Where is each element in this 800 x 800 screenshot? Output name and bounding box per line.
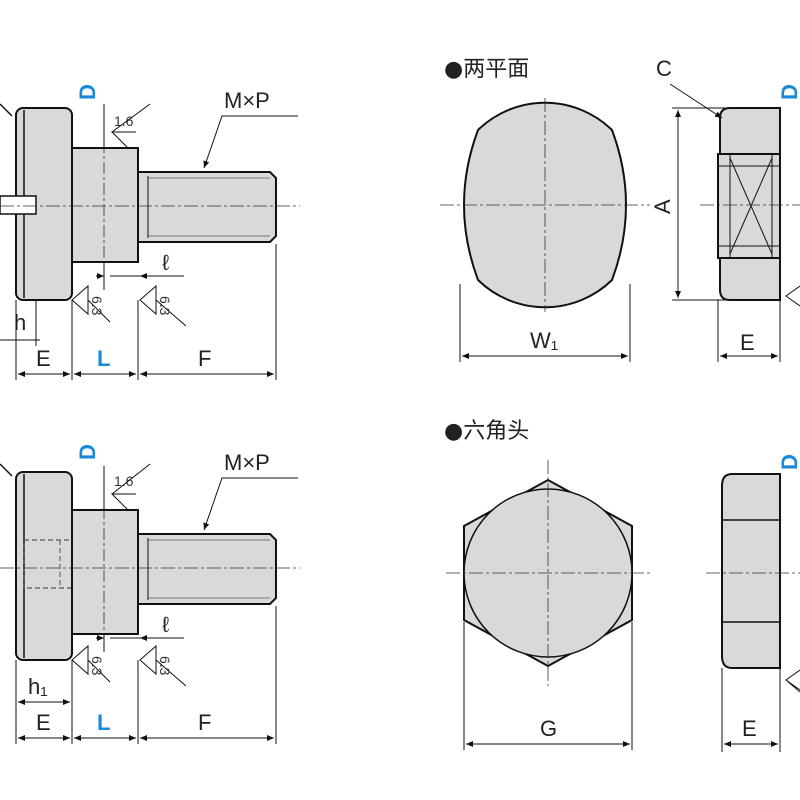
dim-l-label: ℓ [162,612,170,637]
dim-F-label: F [198,346,211,371]
MxP-leader [203,477,298,531]
hex-side-body [721,473,781,669]
shoulder [71,147,139,263]
svg-text:6.3: 6.3 [89,656,105,676]
roughness-symbol [110,463,151,511]
dim-L-label: L [97,346,110,371]
side-view-socket: D 1.6 M×P ℓ 6.3 6.3 h₁ E L F [0,444,300,744]
two-flats-front-view: ●两平面 W₁ [440,57,650,362]
roughness-label: 1.6 [114,473,134,489]
dim-E-label: E [36,710,51,735]
surface-mark-1: 6.3 [71,284,111,323]
dim-D-label: D [777,84,800,100]
side-view-slotted: D 1.6 M×P ℓ 6.3 6.3 h E [0,84,300,380]
dim-D-label: D [777,454,800,470]
head-chamfer-mark [0,103,13,117]
two-flats-title: ●两平面 [444,57,529,82]
dim-G-label: G [540,716,557,741]
MxP-leader [203,115,298,169]
slot [0,195,37,215]
flat-cross-2 [729,157,773,255]
flat-face [717,153,781,259]
roughness-symbol [110,103,151,149]
svg-text:6.3: 6.3 [157,656,173,676]
dim-E-label: E [36,346,51,371]
thread-shaft [137,533,277,605]
dim-h1-label: h₁ [28,674,48,699]
hex-head-side-view: D E [706,454,800,752]
surface-mark-2: 6.3 [139,284,187,327]
surface-mark [785,285,800,307]
two-flats-side-view: C D A E [650,56,800,362]
dim-L-label: L [97,710,110,735]
head-chamfer-mark [0,463,13,477]
surface-mark-2: 6.3 [139,644,187,687]
hex-head-title: ●六角头 [444,419,529,444]
svg-text:6.3: 6.3 [157,296,173,316]
svg-text:6.3: 6.3 [89,296,105,316]
dim-l-label: ℓ [162,250,170,275]
dim-F-label: F [198,710,211,735]
thread-shaft [137,171,277,243]
surface-mark [785,669,800,693]
dim-A-label: A [650,199,675,214]
dim-MxP-label: M×P [224,450,270,475]
dim-h-label: h [14,310,26,335]
C-leader [669,83,723,119]
shoulder [71,509,139,635]
surface-mark-1: 6.3 [71,644,111,683]
hex-head-front-view: ●六角头 G [444,419,650,750]
dim-D-label: D [75,84,100,100]
dim-E-label: E [740,330,755,355]
dim-MxP-label: M×P [224,88,270,113]
dim-E-label: E [742,716,757,741]
roughness-label: 1.6 [114,113,134,129]
dim-D-label: D [75,444,100,460]
dim-C-label: C [656,56,672,81]
dim-W1-label: W₁ [530,328,558,353]
